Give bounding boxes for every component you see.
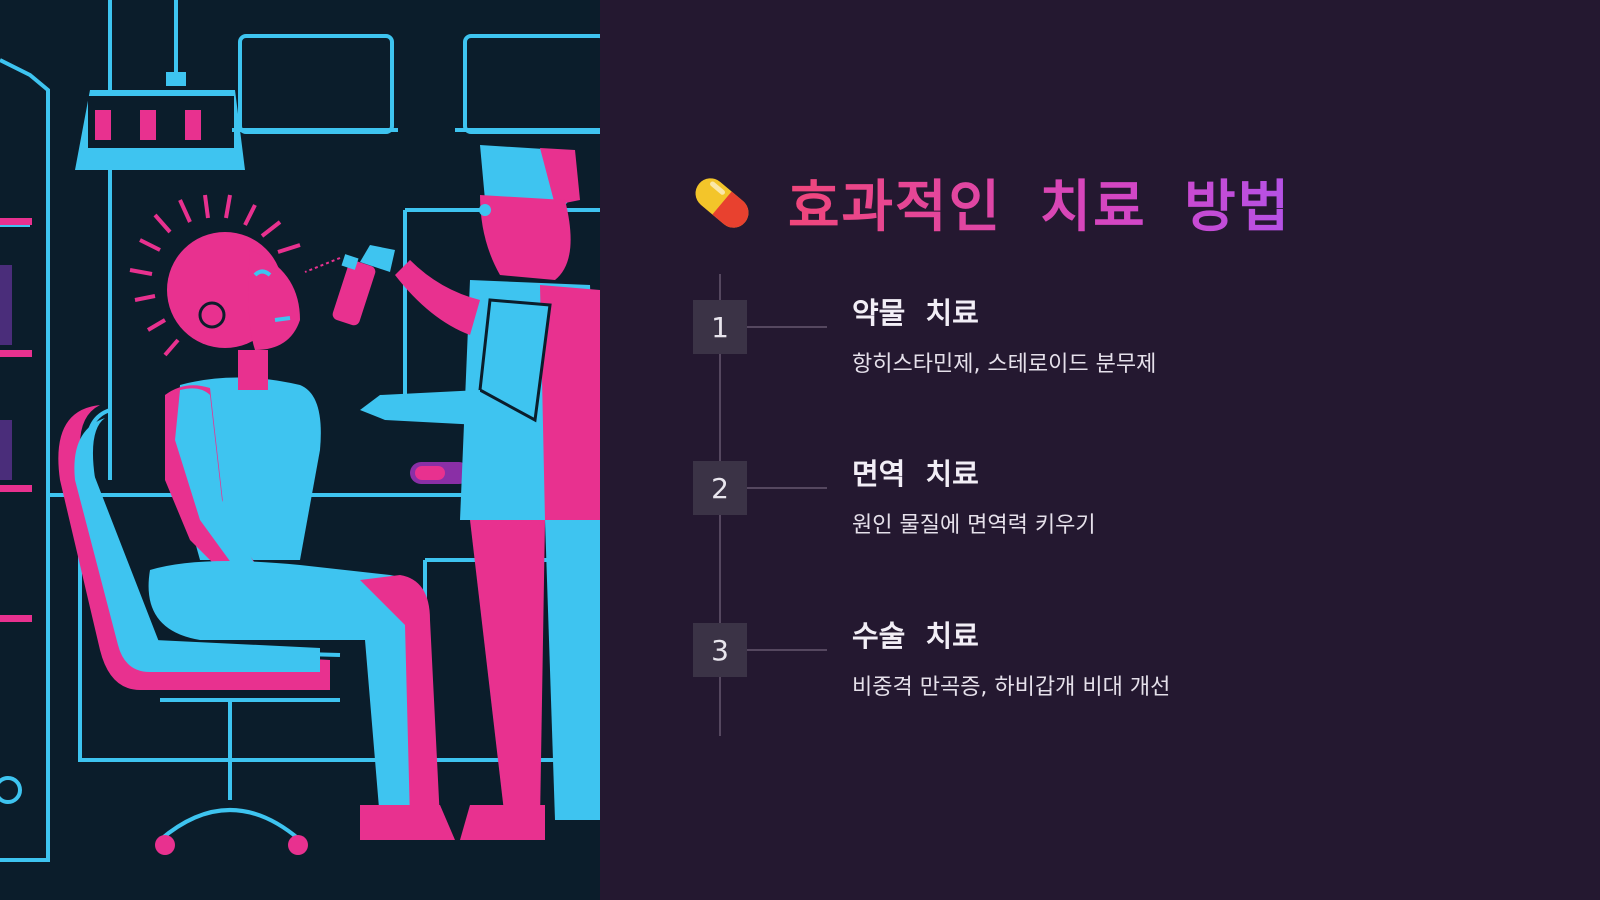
content-panel: 효과적인 치료 방법 1 약물 치료 항히스타민제, 스테로이드 분무제 2 면…: [600, 0, 1600, 900]
step-connector: [747, 649, 827, 651]
step-description: 원인 물질에 면역력 키우기: [852, 513, 1096, 538]
step-connector: [747, 487, 827, 489]
step-title: 수술 치료: [852, 619, 979, 653]
title-row: 효과적인 치료 방법: [686, 162, 1291, 243]
doctor-patient-illustration: [0, 0, 600, 900]
pill-icon: [695, 177, 749, 228]
step-number-badge: 3: [693, 623, 747, 677]
clinic-illustration: [0, 0, 600, 900]
page-title: 효과적인 치료 방법: [788, 162, 1291, 243]
step-number-badge: 1: [693, 300, 747, 354]
step-surgery: 3 수술 치료 비중격 만곡증, 하비갑개 비대 개선: [600, 617, 1600, 737]
step-description: 항히스타민제, 스테로이드 분무제: [852, 352, 1157, 377]
step-immunotherapy: 2 면역 치료 원인 물질에 면역력 키우기: [600, 455, 1600, 575]
step-connector: [747, 326, 827, 328]
step-title: 면역 치료: [852, 457, 979, 491]
step-description: 비중격 만곡증, 하비갑개 비대 개선: [852, 675, 1171, 700]
step-number-badge: 2: [693, 461, 747, 515]
step-title: 약물 치료: [852, 296, 979, 330]
step-medication: 1 약물 치료 항히스타민제, 스테로이드 분무제: [600, 294, 1600, 414]
